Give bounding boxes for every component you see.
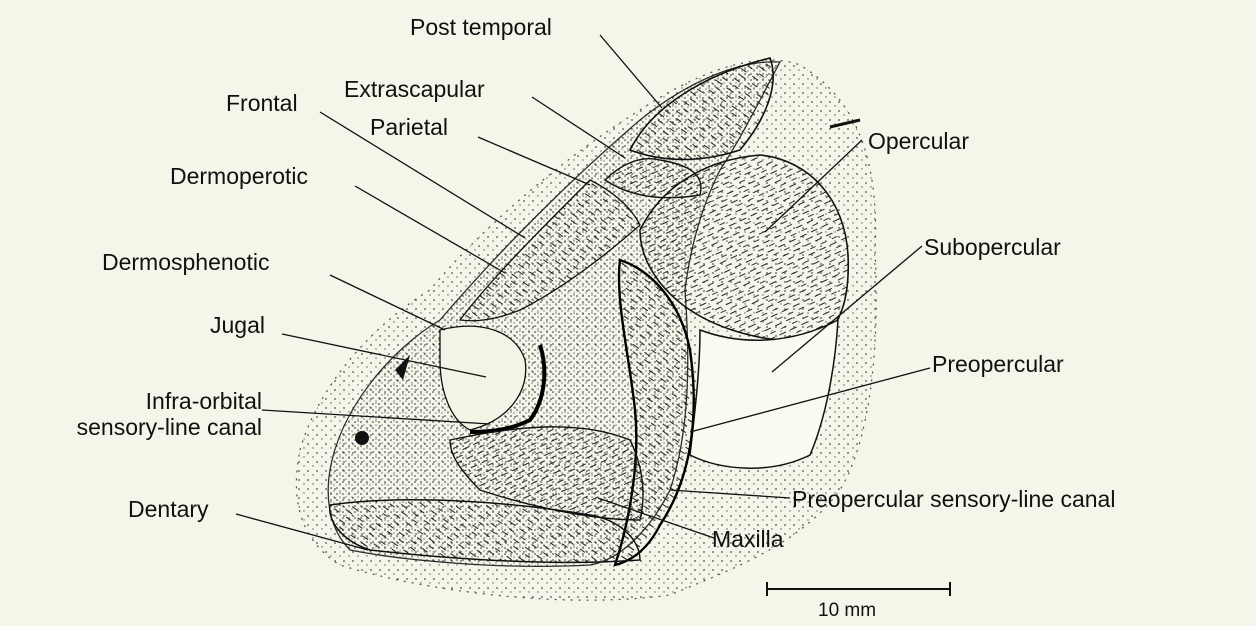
nostril-mark	[355, 431, 369, 445]
label-subopercular: Subopercular	[924, 234, 1061, 260]
label-preopercular: Preopercular	[932, 351, 1064, 377]
label-infra-orbital: Infra-orbital sensory-line canal	[40, 388, 262, 440]
label-maxilla: Maxilla	[712, 526, 784, 552]
label-extrascapular: Extrascapular	[344, 76, 485, 102]
scale-bar-label: 10 mm	[818, 600, 876, 622]
label-preopercular-canal: Preopercular sensory-line canal	[792, 486, 1115, 512]
label-infra-orbital-line1: Infra-orbital	[40, 388, 262, 414]
label-parietal: Parietal	[370, 114, 448, 140]
label-frontal: Frontal	[226, 90, 298, 116]
label-dentary: Dentary	[128, 496, 209, 522]
label-dermoperotic: Dermoperotic	[170, 163, 308, 189]
label-jugal: Jugal	[210, 312, 265, 338]
label-dermosphenotic: Dermosphenotic	[102, 249, 269, 275]
label-infra-orbital-line2: sensory-line canal	[40, 414, 262, 440]
label-opercular: Opercular	[868, 128, 969, 154]
scale-bar	[767, 582, 950, 596]
label-post-temporal: Post temporal	[410, 14, 552, 40]
